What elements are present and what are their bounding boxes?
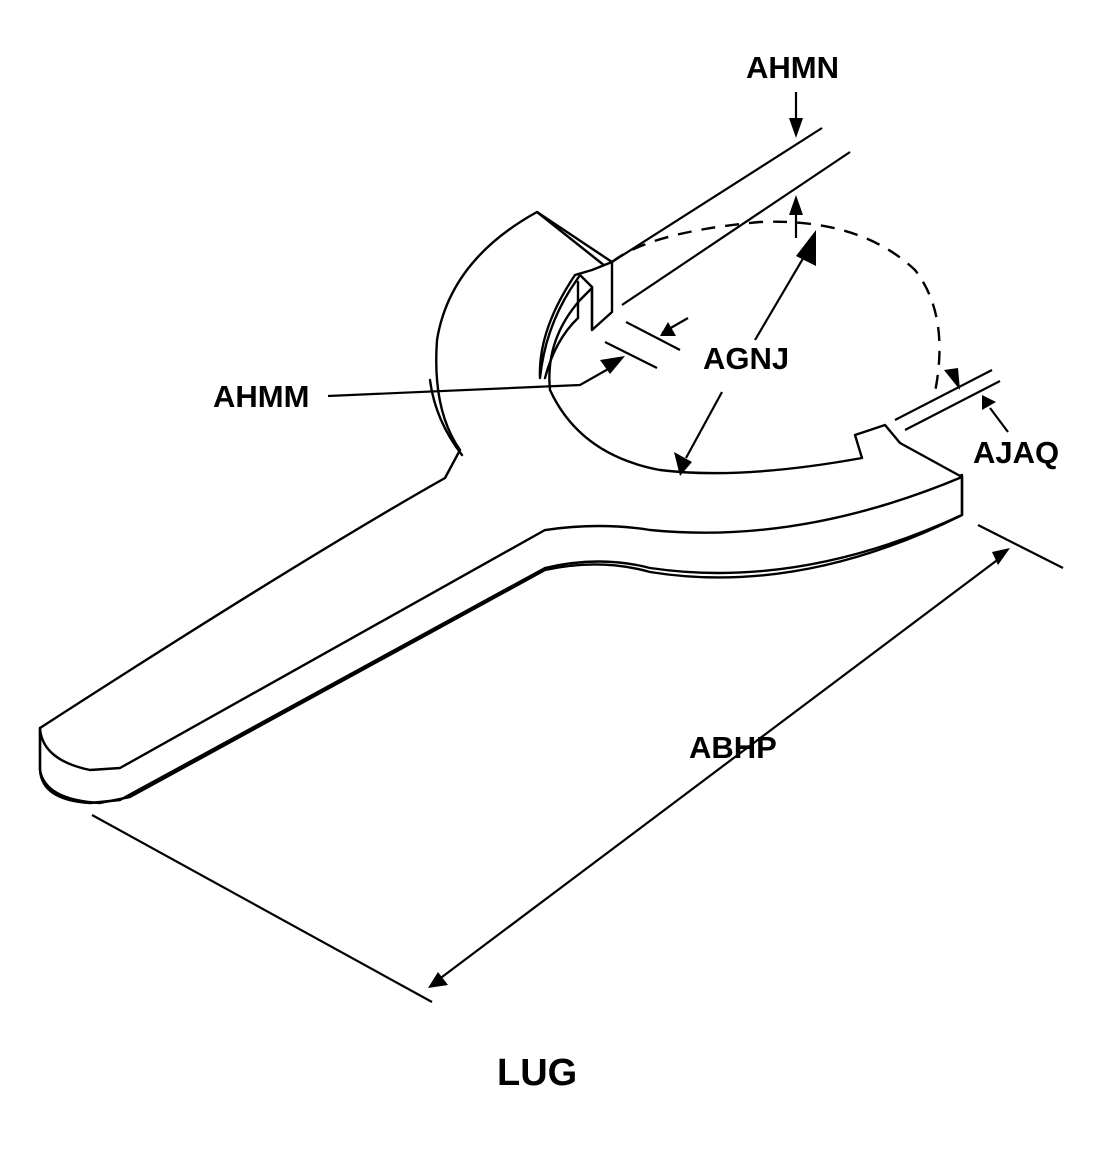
agnj-arrow-up — [796, 230, 816, 266]
ahmm-leader — [327, 367, 611, 398]
agnj-leader-up — [754, 249, 809, 341]
label-abhp: ABHP — [689, 730, 777, 765]
ahmm-ext-2 — [604, 341, 658, 369]
abhp-ext-left — [91, 814, 433, 1003]
hook-inner-arc-edge — [428, 378, 464, 457]
diagram-title: LUG — [497, 1052, 577, 1094]
agnj-leader-down — [685, 391, 723, 459]
ajaq-ext-2 — [904, 380, 1001, 431]
lug-curve-edge — [543, 316, 580, 380]
abhp-dimension-line — [437, 557, 1001, 981]
ajaq-circle-arrow — [944, 368, 960, 390]
label-ahmn: AHMN — [746, 50, 839, 85]
label-agnj: AGNJ — [703, 341, 789, 376]
ahmn-ext-lower — [621, 151, 851, 306]
ajaq-arrow — [982, 395, 996, 410]
ajaq-ext-1 — [894, 369, 993, 421]
ahmn-arrow-bottom — [789, 195, 803, 215]
label-ajaq: AJAQ — [973, 435, 1059, 470]
ahmm-arrow — [600, 356, 625, 374]
abhp-arrow-right — [992, 548, 1010, 565]
ahmm-ext-1 — [625, 321, 681, 351]
wrench-bottom-edge — [38, 513, 964, 805]
ahmn-ext-upper — [611, 127, 823, 263]
wrench-top-face — [38, 210, 964, 772]
label-ahmm: AHMM — [213, 379, 309, 414]
ahmn-arrow-top — [789, 118, 803, 138]
agnj-arrow-down — [674, 452, 692, 476]
ahmm-upper-arrow — [660, 322, 676, 336]
abhp-ext-right — [977, 524, 1064, 569]
lug-tooth — [536, 211, 614, 380]
bolt-circle-dashed — [611, 220, 941, 393]
abhp-arrow-left — [428, 972, 448, 988]
ajaq-leader — [989, 407, 1009, 433]
